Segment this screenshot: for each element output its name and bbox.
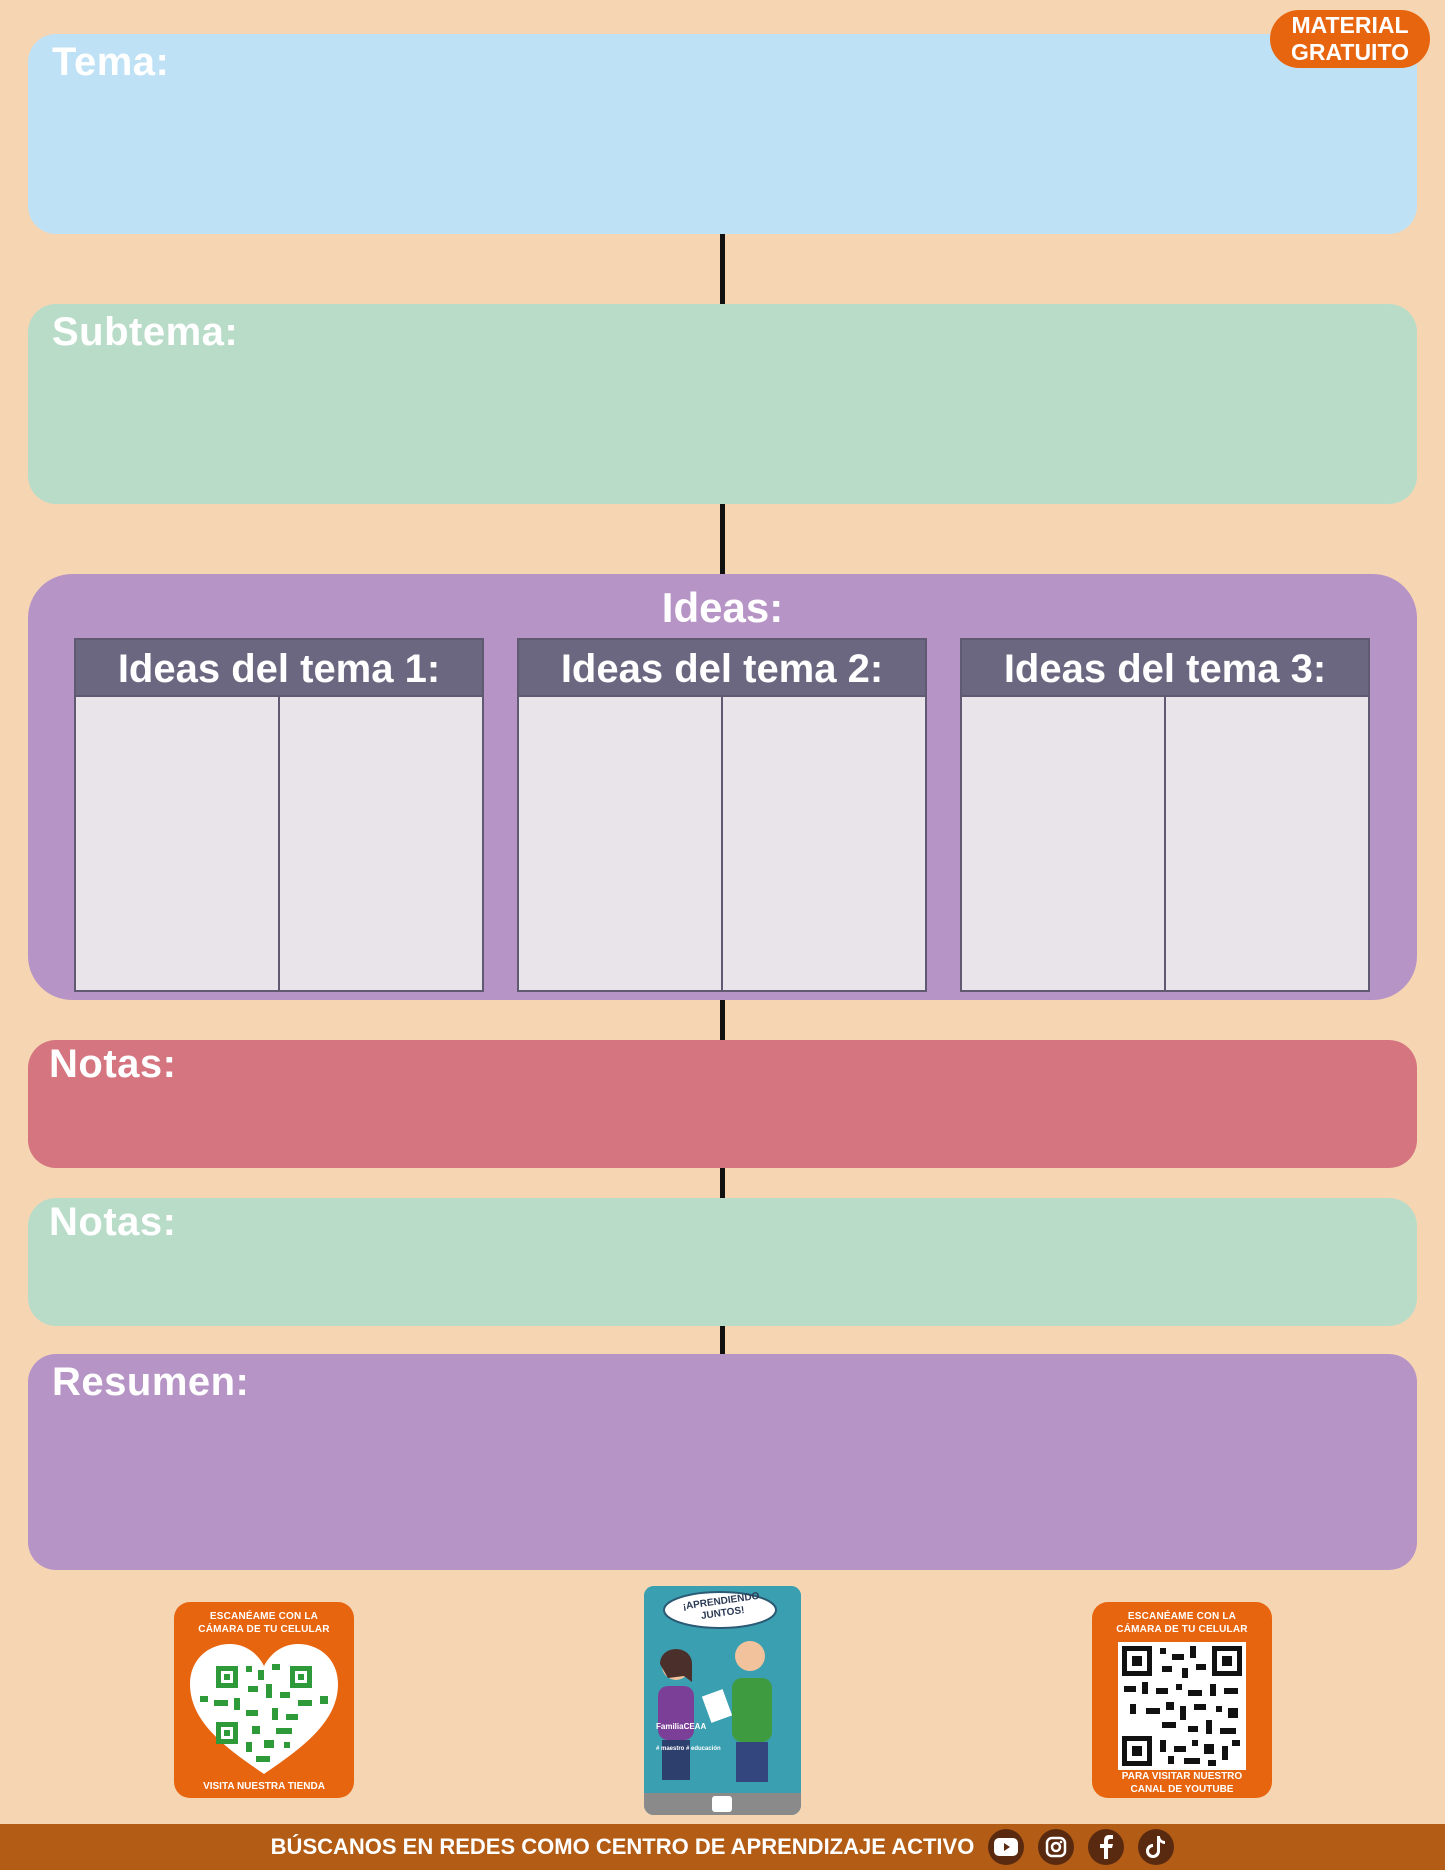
connector-line <box>720 504 725 578</box>
subtema-box[interactable]: Subtema: <box>28 304 1417 504</box>
qr-caption: VISITA NUESTRA TIENDA <box>203 1781 325 1792</box>
connector-line <box>720 1326 725 1356</box>
ideas-cell[interactable] <box>519 697 721 990</box>
qr-instruction: ESCANÉAME CON LA CÁMARA DE TU CELULAR <box>1116 1611 1248 1635</box>
facebook-icon[interactable] <box>1088 1829 1125 1865</box>
notas-box-2[interactable]: Notas: <box>28 1198 1417 1326</box>
connector-line <box>720 1168 725 1198</box>
phone-scene-illustration <box>644 1586 801 1815</box>
phone-account-name: FamiliaCEAA <box>656 1722 707 1731</box>
ideas-table-2: Ideas del tema 2: <box>517 638 927 992</box>
footer-text: BÚSCANOS EN REDES COMO CENTRO DE APRENDI… <box>270 1834 975 1859</box>
ideas-table-1: Ideas del tema 1: <box>74 638 484 992</box>
ideas-table-3: Ideas del tema 3: <box>960 638 1370 992</box>
qr-caption: PARA VISITAR NUESTRO CANAL DE YOUTUBE <box>1121 1771 1243 1795</box>
connector-line <box>720 998 725 1040</box>
footer-bar: BÚSCANOS EN REDES COMO CENTRO DE APRENDI… <box>0 1824 1445 1870</box>
badge-line2: GRATUITO <box>1291 39 1409 65</box>
resumen-label: Resumen: <box>52 1360 250 1404</box>
ideas-cell[interactable] <box>962 697 1164 990</box>
connector-line <box>720 234 725 304</box>
youtube-qr-code-icon <box>1118 1642 1246 1770</box>
tiktok-icon[interactable] <box>1138 1829 1175 1865</box>
ideas-table-header: Ideas del tema 2: <box>519 640 925 697</box>
resumen-box[interactable]: Resumen: <box>28 1354 1417 1570</box>
ideas-cell[interactable] <box>278 697 482 990</box>
youtube-qr-card[interactable]: ESCANÉAME CON LA CÁMARA DE TU CELULAR PA… <box>1092 1602 1272 1798</box>
ideas-table-header: Ideas del tema 3: <box>962 640 1368 697</box>
store-qr-card[interactable]: ESCANÉAME CON LA CÁMARA DE TU CELULAR VI… <box>174 1602 354 1798</box>
badge-line1: MATERIAL <box>1291 12 1409 38</box>
phone-illustration: ¡APRENDIENDO JUNTOS! FamiliaCEAA # maest… <box>644 1586 801 1815</box>
notas-box-1[interactable]: Notas: <box>28 1040 1417 1168</box>
subtema-label: Subtema: <box>52 310 239 354</box>
instagram-icon[interactable] <box>1038 1829 1075 1865</box>
tema-label: Tema: <box>52 40 170 84</box>
material-gratuito-badge: MATERIAL GRATUITO <box>1270 10 1430 68</box>
notas-label: Notas: <box>49 1042 177 1086</box>
youtube-icon[interactable] <box>988 1829 1025 1865</box>
ideas-cell[interactable] <box>1164 697 1368 990</box>
ideas-title: Ideas: <box>661 584 784 631</box>
ideas-table-header: Ideas del tema 1: <box>76 640 482 697</box>
heart-qr-code-icon <box>190 1644 338 1774</box>
notas-label: Notas: <box>49 1200 177 1244</box>
phone-hashtags: # maestro # educación <box>656 1746 721 1752</box>
ideas-box: Ideas: Ideas del tema 1: Ideas del tema … <box>28 574 1417 1000</box>
qr-instruction: ESCANÉAME CON LA CÁMARA DE TU CELULAR <box>198 1611 330 1635</box>
ideas-cell[interactable] <box>76 697 278 990</box>
tema-box[interactable]: Tema: <box>28 34 1417 234</box>
ideas-cell[interactable] <box>721 697 925 990</box>
